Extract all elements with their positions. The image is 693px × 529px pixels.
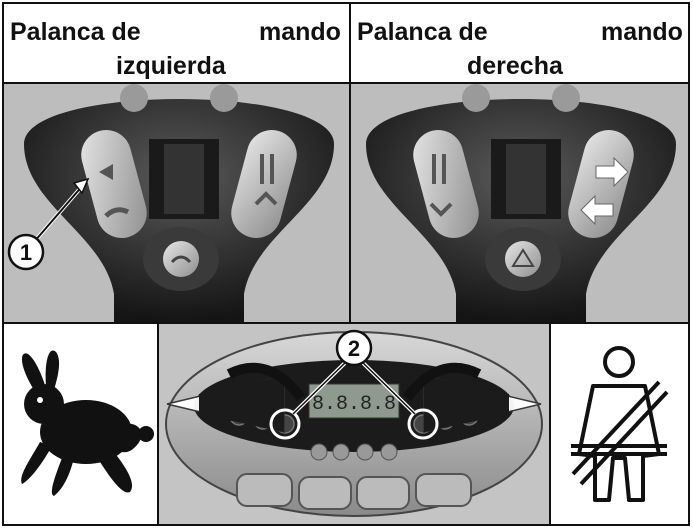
header-right-joystick: Palanca de mando derecha (351, 4, 688, 84)
dash-button-4 (415, 473, 472, 507)
header-left-line1-a: Palanca de (10, 18, 141, 46)
lcd-display (308, 383, 400, 419)
callout-2-circle (335, 329, 373, 367)
bottom-row: 8.8.8.8 (4, 322, 688, 524)
dash-button-3 (356, 476, 410, 510)
display-panel: 8.8.8.8 (159, 324, 551, 524)
rabbit-icon (21, 350, 154, 496)
right-joystick-photo (351, 84, 688, 322)
callout-2-label: 2 (348, 336, 360, 361)
lcd-segments: 8.8.8.8 (312, 393, 396, 416)
header-right-line2: derecha (467, 52, 563, 80)
speed-button-left (163, 241, 199, 277)
tilt-button-right (505, 241, 541, 277)
header-left-joystick: Palanca de mando izquierda (4, 4, 351, 84)
left-button-pair (81, 130, 147, 238)
seatbelt-panel (551, 324, 688, 524)
header-left-line2: izquierda (116, 52, 226, 80)
header-left-line1-b: mando (259, 18, 341, 46)
header-right-line1-b: mando (601, 18, 683, 46)
left-joystick-photo: 1 (4, 84, 351, 322)
rabbit-panel (4, 324, 159, 524)
dash-button-2 (298, 476, 352, 510)
header-right-line1-a: Palanca de (357, 18, 488, 46)
dash-button-1 (236, 473, 293, 507)
seatbelt-icon (571, 346, 669, 502)
callout-1-label: 1 (20, 240, 32, 265)
callout-1-circle (7, 233, 45, 271)
